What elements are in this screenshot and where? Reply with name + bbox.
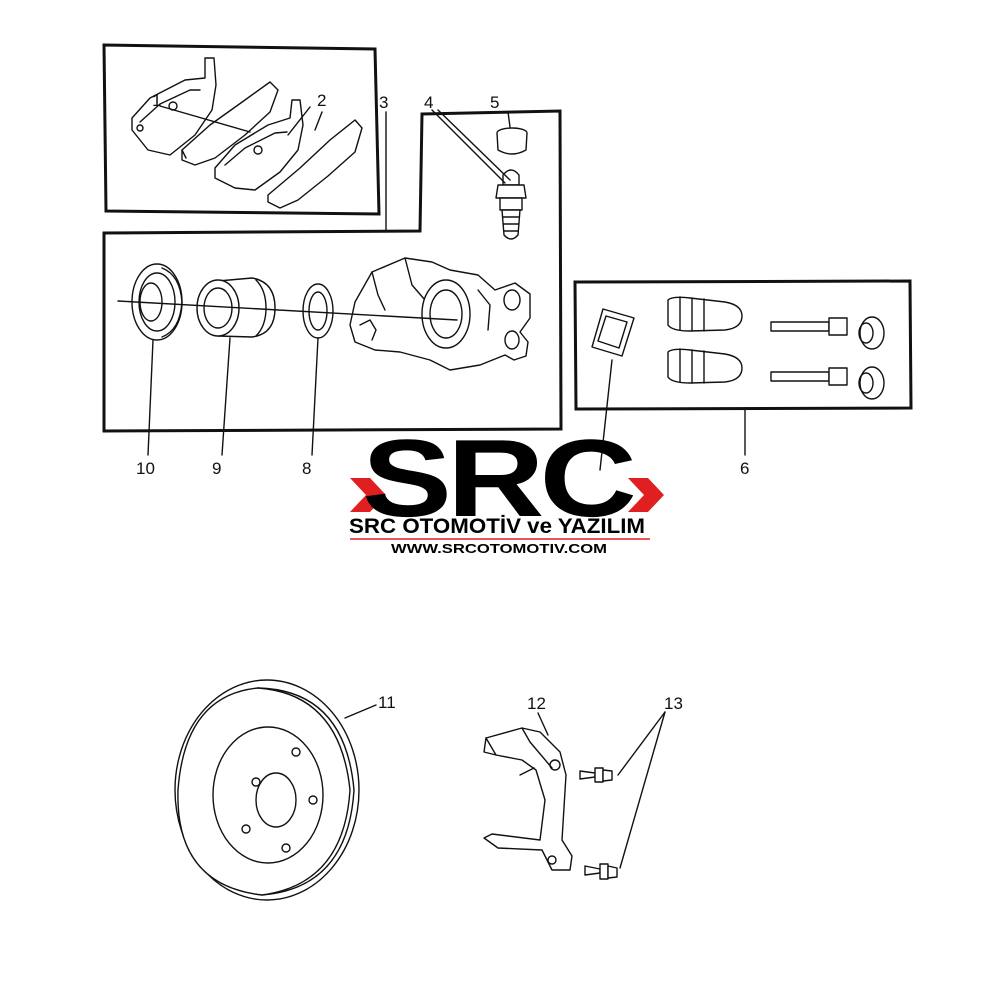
- brake-pad-leaders: [159, 105, 387, 233]
- dust-cap: [496, 111, 528, 155]
- callout-8: 8: [302, 459, 311, 478]
- logo-url: WWW.SRCOTOMOTIV.COM: [391, 541, 607, 556]
- brake-pad-box: [102, 43, 381, 216]
- caliper-housing: [349, 257, 531, 371]
- assembly-axis-line: [117, 300, 458, 321]
- caliper-box: [102, 109, 563, 433]
- piston: [196, 277, 276, 456]
- brake-disc: [174, 679, 377, 901]
- callout-2: 2: [317, 91, 326, 110]
- callout-6: 6: [740, 459, 749, 478]
- callout-labels: 1 2 3 4 5 6 8 9 10 11 12 13: [136, 91, 749, 713]
- bracket-bolts: [579, 711, 666, 880]
- hardware-kit: [591, 296, 885, 471]
- callout-11: 11: [378, 693, 396, 712]
- hardware-kit-box: [573, 279, 913, 411]
- callout-5: 5: [490, 93, 499, 112]
- logo-company-name: SRC OTOMOTİV ve YAZILIM: [349, 515, 645, 538]
- callout-13: 13: [664, 694, 683, 713]
- callout-9: 9: [212, 459, 221, 478]
- caliper-bracket: [483, 712, 573, 871]
- callout-4: 4: [424, 93, 433, 112]
- left-chevron-icon: [350, 478, 386, 512]
- callout-3: 3: [379, 93, 388, 112]
- logo-letters: SRC: [362, 417, 634, 540]
- src-watermark-logo: SRC SRC OTOMOTİV ve YAZILIM WWW.SRCOTOMO…: [349, 417, 664, 556]
- dust-boot: [131, 263, 183, 456]
- callout-12: 12: [527, 694, 546, 713]
- brake-pad-outer: [214, 99, 363, 209]
- brake-pad-inner: [131, 57, 279, 166]
- callout-1: 1: [152, 91, 161, 110]
- bleeder-screw: [431, 109, 527, 240]
- right-chevron-icon: [628, 478, 664, 512]
- callout-10: 10: [136, 459, 155, 478]
